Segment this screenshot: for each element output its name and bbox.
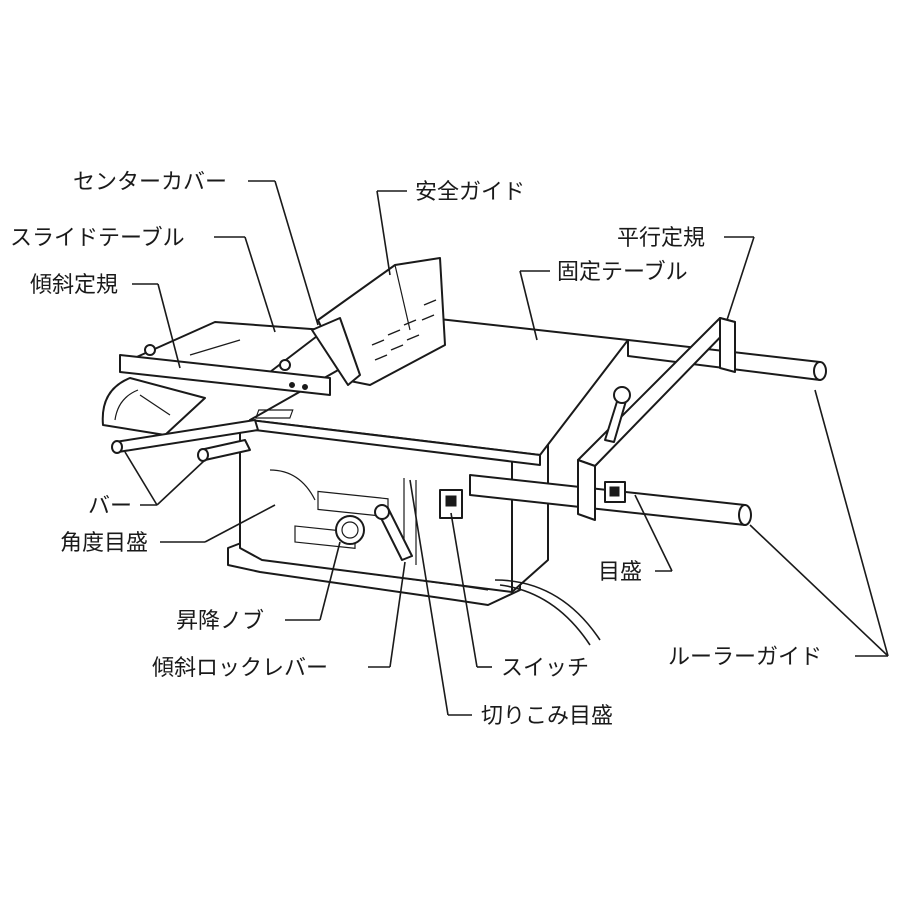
label-parallel-ruler: 平行定規 [617,226,705,251]
table-saw-illustration [101,257,827,646]
label-angle-scale: 角度目盛 [60,531,148,556]
label-center-cover: センターカバー [73,170,227,195]
label-slide-table: スライドテーブル [10,226,185,251]
label-fixed-table: 固定テーブル [557,260,688,285]
label-switch: スイッチ [501,656,589,681]
leader-lines [124,180,889,716]
label-safety-guide: 安全ガイド [415,180,525,205]
lift-knob [335,515,365,545]
label-tilt-ruler: 傾斜定規 [30,273,118,298]
label-cut-depth-scale: 切りこみ目盛 [481,704,613,729]
tilt-ruler [119,354,331,396]
label-ruler-guide: ルーラーガイド [668,645,822,670]
angle-protractor [101,377,206,436]
label-bar: バー [88,494,132,519]
label-tilt-lock-lever: 傾斜ロックレバー [152,656,328,681]
label-lift-knob: 昇降ノブ [176,609,264,634]
label-scale: 目盛 [598,560,642,585]
